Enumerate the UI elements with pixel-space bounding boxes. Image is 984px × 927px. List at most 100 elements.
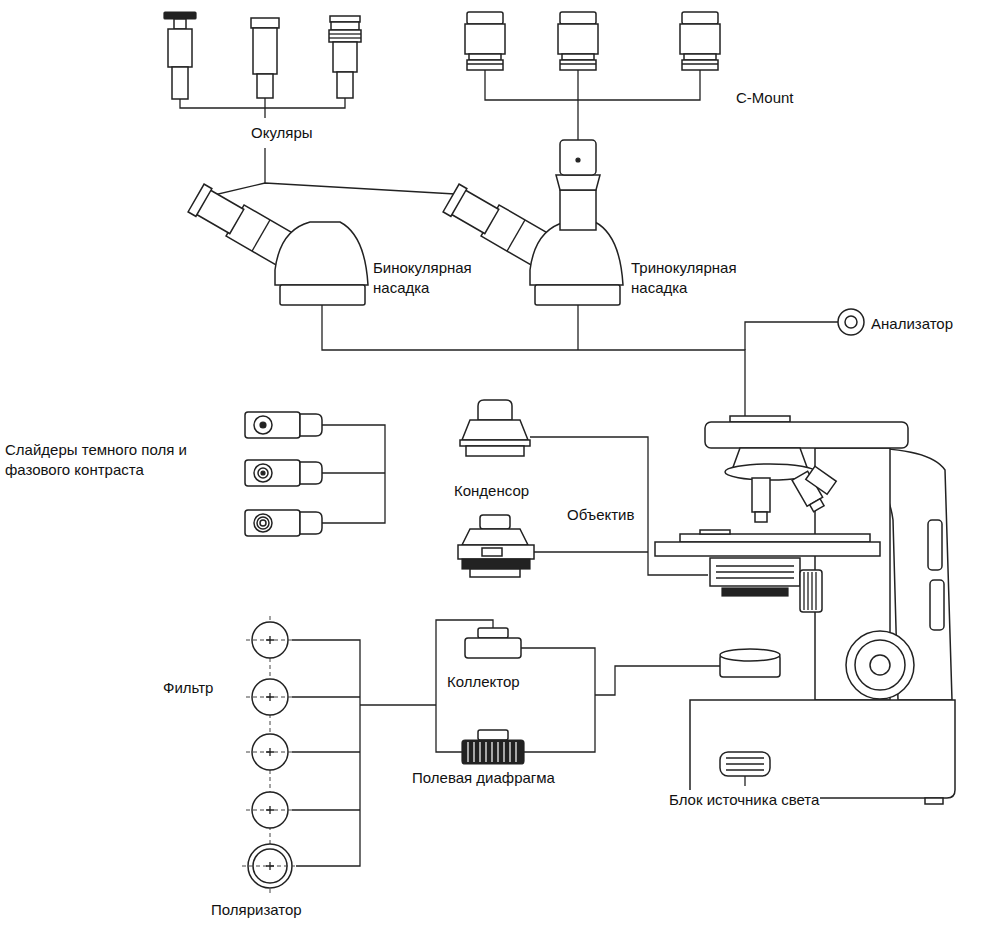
microscope-body-part [930, 580, 944, 630]
part-label: Анализатор [870, 314, 954, 334]
eyepiece-bracket-part [264, 98, 265, 118]
head-bracket-part [745, 322, 838, 350]
c-mount-bracket [485, 70, 700, 140]
condenser-icons-part [482, 548, 502, 556]
head-bracket [322, 305, 838, 425]
trinocular-head-part-part [507, 220, 525, 251]
microscope-body-part [755, 512, 767, 522]
trinocular-head-part [530, 222, 623, 285]
field-diaphragm-icon-part [478, 730, 508, 740]
c-mount-icons-part [465, 24, 505, 54]
slider-icons-part [245, 460, 300, 486]
eyepiece-icons-part [337, 72, 353, 98]
slider-icons-part [261, 471, 265, 475]
slider-icons-part [300, 512, 322, 534]
light-source-leader [745, 776, 746, 786]
part-label: Объектив [566, 505, 635, 525]
collector-bracket-part [521, 648, 595, 752]
condenser-icons-part [480, 515, 510, 529]
slider-icons-part [257, 517, 269, 529]
trinocular-head-part-part [443, 184, 467, 216]
collector-bracket [436, 620, 720, 752]
eyepiece-icons-part [330, 16, 360, 22]
c-mount-icons-part [560, 12, 596, 24]
light-source-leader-part [744, 776, 745, 786]
eyepiece-icons-part [168, 29, 192, 67]
microscope-body-part [726, 758, 764, 770]
microscope-body-part [716, 566, 794, 578]
collector-icon [465, 628, 521, 658]
slider-bracket-part [322, 472, 385, 473]
microscope-body-part [680, 534, 870, 542]
eyepiece-bracket-part [180, 98, 345, 108]
slider-bracket [322, 425, 385, 523]
filter-icons [242, 616, 298, 896]
slider-icons-part [254, 514, 272, 532]
slider-icons-part [258, 468, 268, 478]
microscope-body-part [720, 649, 780, 661]
microscope-body-part [700, 530, 730, 534]
slider-icons-part [254, 416, 272, 434]
slider-icons-part [260, 422, 266, 428]
microscope-body-part [710, 558, 800, 586]
filter-bracket-part [292, 697, 360, 810]
eyepiece-icons-part [331, 22, 359, 30]
eyepiece-icons-part [253, 28, 277, 74]
condenser-bracket-part [534, 551, 648, 552]
filter-icons-part [266, 636, 274, 870]
trinocular-head-part [576, 158, 580, 162]
slider-icons-part [245, 412, 300, 438]
slider-icons-part [245, 510, 300, 536]
c-mount-icons-part [467, 60, 503, 70]
slider-bracket-part [322, 425, 385, 523]
c-mount-icons-part [467, 63, 503, 64]
eyepiece-icons-part [172, 67, 188, 99]
condenser-icons-part [458, 545, 534, 559]
filter-bracket [292, 640, 436, 866]
c-mount-icons-part [680, 24, 720, 54]
part-label: Слайдеры темного поля и фазового контрас… [4, 440, 206, 479]
slider-icons-part [254, 464, 272, 482]
head-bracket-part [322, 305, 745, 425]
condenser-icons-part [478, 400, 512, 420]
condenser-icons-part [470, 569, 520, 577]
binocular-head-part [275, 222, 368, 285]
c-mount-icons-part [469, 54, 501, 60]
eyepiece-icons-part [329, 37, 361, 38]
analyzer-icon-part [845, 316, 857, 328]
microscope-body-part [806, 466, 836, 494]
microscope-body-part [855, 640, 905, 690]
condenser-icons-part [462, 529, 528, 545]
binocular-head-part-part [252, 220, 270, 251]
part-label: Тринокулярная насадка [630, 258, 757, 297]
microscope-body-part [800, 570, 822, 612]
part-label: C-Mount [735, 88, 795, 108]
microscope-body-part [804, 572, 816, 610]
trinocular-head-part [560, 190, 596, 230]
field-diaphragm-icon-part [462, 740, 524, 764]
microscope-body [655, 416, 955, 804]
c-mount-icons-part [560, 60, 596, 70]
field-diaphragm-icon [462, 730, 524, 764]
eyepiece-bracket [180, 98, 455, 199]
part-label: Конденсор [453, 481, 530, 501]
part-label: Поляризатор [210, 900, 303, 920]
eyepiece-icons-part [174, 19, 186, 29]
c-mount-icons-part [682, 63, 718, 64]
condenser-icons-part [462, 420, 528, 440]
c-mount-icons-part [684, 54, 716, 60]
slider-icons-part [260, 520, 266, 526]
eyepiece-icons-part [329, 30, 361, 42]
eyepiece-icons-part [164, 12, 196, 19]
c-mount-icons-part [467, 12, 503, 24]
microscope-body-part [925, 798, 943, 804]
condenser-icons-part [460, 440, 530, 446]
part-label: Бинокулярная насадка [372, 258, 494, 297]
microscope-body-part [730, 416, 790, 422]
eyepiece-bracket-part [264, 148, 265, 183]
eyepiece-icons [164, 12, 361, 99]
microscope-body-part [846, 631, 914, 699]
binocular-head-part [280, 285, 365, 305]
c-mount-icons-part [558, 24, 598, 54]
